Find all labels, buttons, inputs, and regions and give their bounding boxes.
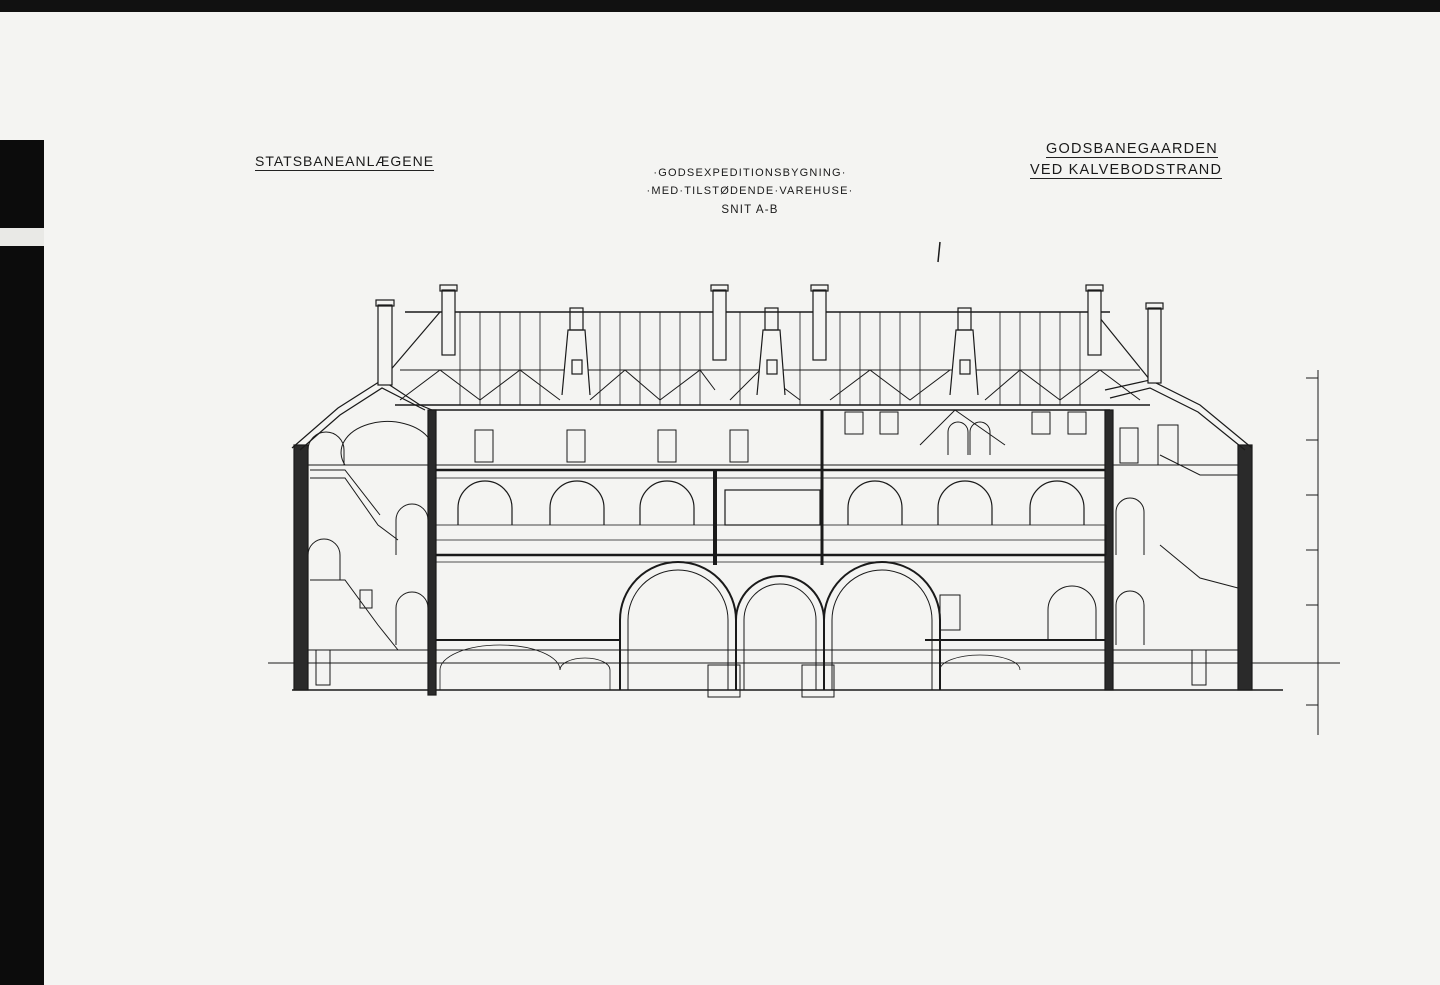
title-left: Statsbaneanlægene (255, 153, 435, 171)
scan-top-border (0, 0, 1440, 12)
scan-left-border (0, 140, 44, 985)
scan-left-gap (0, 228, 44, 246)
title-right-line1: Godsbanegaarden (1046, 141, 1218, 158)
title-center-line2: ·Med·Tilstødende·Varehuse· (646, 185, 854, 197)
title-center-line1: ·Godsexpeditionsbygning· (653, 167, 847, 179)
title-center-line3: Snit A-B (721, 204, 779, 216)
title-right-line2: ved Kalvebodstrand (1030, 162, 1223, 179)
